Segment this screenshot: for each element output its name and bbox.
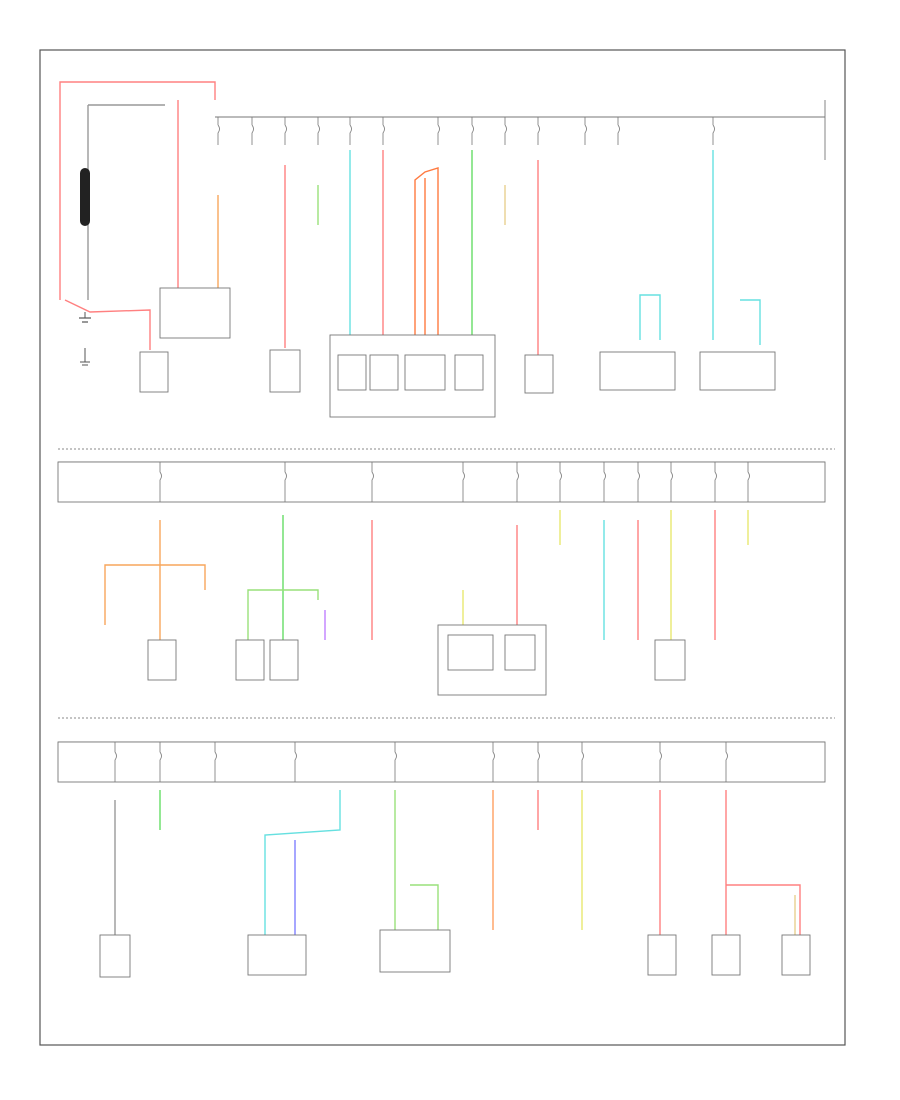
starter-motor bbox=[139, 351, 169, 393]
component-s3-d bbox=[647, 934, 677, 976]
wire-s3-06 bbox=[410, 884, 439, 930]
wire-s3-11 bbox=[725, 790, 801, 935]
wire-s1-13 bbox=[740, 299, 761, 345]
component-s3-e bbox=[711, 934, 741, 976]
bjb-cell-1 bbox=[337, 354, 367, 391]
fuse-row-3 bbox=[114, 742, 728, 782]
bjb-cell-4 bbox=[454, 354, 484, 391]
bjb-cell-3 bbox=[404, 354, 446, 391]
component-s1-b bbox=[524, 354, 554, 394]
fuse-strip-2 bbox=[57, 461, 826, 503]
bjb-cell-2 bbox=[369, 354, 399, 391]
component-s3-a bbox=[99, 934, 131, 978]
battery-symbol-icon bbox=[79, 312, 91, 323]
fuse-row-1 bbox=[217, 117, 715, 145]
component-s1-d bbox=[699, 351, 776, 391]
ground-symbol-icon bbox=[80, 348, 90, 366]
component-s1-c bbox=[599, 351, 676, 391]
wire-s1-06 bbox=[414, 167, 439, 348]
component-s2-b bbox=[235, 639, 265, 681]
section-1 bbox=[59, 81, 826, 418]
component-s1-a bbox=[269, 349, 301, 393]
component-s3-c bbox=[379, 929, 451, 973]
starter-feed-wire-red bbox=[64, 299, 151, 350]
fuse-row-2 bbox=[159, 462, 750, 502]
diagram-frame bbox=[39, 49, 846, 1046]
wire-s1-12 bbox=[639, 294, 661, 340]
section-2 bbox=[57, 461, 826, 696]
section-3 bbox=[57, 741, 826, 978]
wire-s3-03 bbox=[264, 790, 341, 935]
component-s2-c bbox=[269, 639, 299, 681]
fusible-link-icon bbox=[80, 168, 90, 226]
component-s2-d bbox=[654, 639, 686, 681]
battery-feed-wire-red bbox=[59, 81, 216, 300]
component-s3-b bbox=[247, 934, 307, 976]
fuse-strip-3 bbox=[57, 741, 826, 783]
wire-s2-04 bbox=[247, 589, 319, 640]
bjb2-cell-2 bbox=[504, 634, 536, 671]
component-s3-f bbox=[781, 934, 811, 976]
wire-s2-02 bbox=[104, 564, 206, 625]
component-s2-a bbox=[147, 639, 177, 681]
generator bbox=[159, 287, 231, 339]
fusible-link-wire bbox=[87, 104, 165, 300]
bjb2-cell-1 bbox=[447, 634, 494, 671]
